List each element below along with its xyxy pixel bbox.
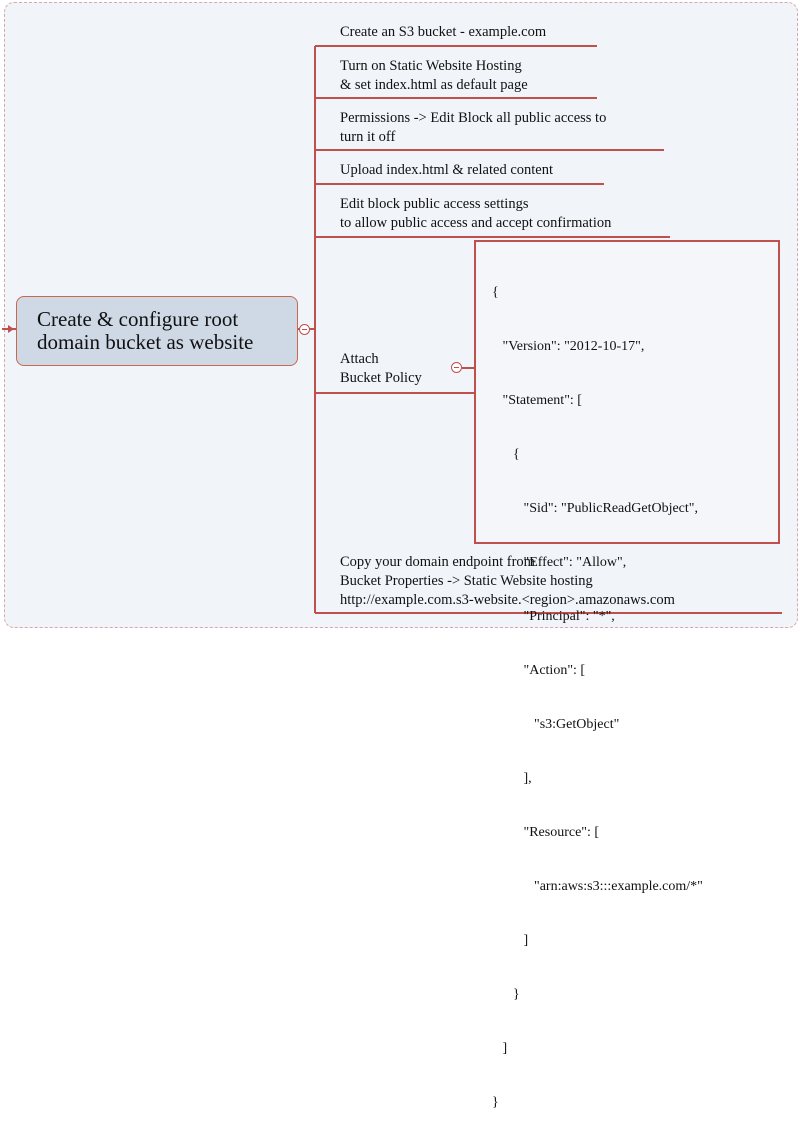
policy-line: "Action": [ xyxy=(492,663,586,678)
policy-line: "arn:aws:s3:::example.com/*" xyxy=(492,879,703,894)
policy-line: } xyxy=(492,1095,499,1110)
policy-line: "s3:GetObject" xyxy=(492,717,620,732)
root-topic-line-2: domain bucket as website xyxy=(37,330,254,354)
root-collapse-icon[interactable] xyxy=(299,324,310,335)
step-line: Edit block public access settings xyxy=(340,196,529,212)
step-upload[interactable]: Upload index.html & related content xyxy=(340,161,553,180)
policy-code: { "Version": "2012-10-17", "Statement": … xyxy=(492,248,703,1148)
step-line: turn it off xyxy=(340,129,396,145)
policy-line: ], xyxy=(492,771,532,786)
policy-line: "Version": "2012-10-17", xyxy=(492,339,645,354)
step-permissions[interactable]: Permissions -> Edit Block all public acc… xyxy=(340,109,606,147)
step-copy-endpoint[interactable]: Copy your domain endpoint from Bucket Pr… xyxy=(340,553,675,610)
step-line: to allow public access and accept confir… xyxy=(340,215,612,231)
step-edit-block-access[interactable]: Edit block public access settings to all… xyxy=(340,195,611,233)
step-line: Turn on Static Website Hosting xyxy=(340,58,522,74)
step-attach-policy[interactable]: Attach Bucket Policy xyxy=(340,350,422,388)
bucket-policy-box[interactable]: { "Version": "2012-10-17", "Statement": … xyxy=(474,240,780,1110)
step-line: Upload index.html & related content xyxy=(340,162,554,178)
policy-line: "Statement": [ xyxy=(492,393,582,408)
connector-lines xyxy=(2,45,782,614)
policy-line: { xyxy=(492,447,520,462)
step-line: http://example.com.s3-website.<region>.a… xyxy=(340,592,675,608)
step-line: Permissions -> Edit Block all public acc… xyxy=(340,110,607,126)
step-static-hosting[interactable]: Turn on Static Website Hosting & set ind… xyxy=(340,57,528,95)
policy-line: "Effect": "Allow", xyxy=(492,555,627,570)
step-line: Copy your domain endpoint from xyxy=(340,554,535,570)
step-create-bucket[interactable]: Create an S3 bucket - example.com xyxy=(340,23,546,42)
root-topic-line-1: Create & configure root xyxy=(37,307,239,331)
policy-collapse-icon[interactable] xyxy=(451,362,462,373)
policy-line: } xyxy=(492,987,520,1002)
step-line: & set index.html as default page xyxy=(340,77,528,93)
step-line: Attach xyxy=(340,351,379,367)
step-line: Create an S3 bucket - example.com xyxy=(340,24,547,40)
policy-line: "Principal": "*", xyxy=(492,609,615,624)
policy-line: ] xyxy=(492,1041,508,1056)
step-line: Bucket Properties -> Static Website host… xyxy=(340,573,593,589)
policy-line: "Resource": [ xyxy=(492,825,600,840)
policy-line: ] xyxy=(492,933,529,948)
policy-line: "Sid": "PublicReadGetObject", xyxy=(492,501,699,516)
step-line: Bucket Policy xyxy=(340,370,422,386)
root-topic[interactable]: Create & configure root domain bucket as… xyxy=(16,296,298,366)
policy-line: { xyxy=(492,285,499,300)
